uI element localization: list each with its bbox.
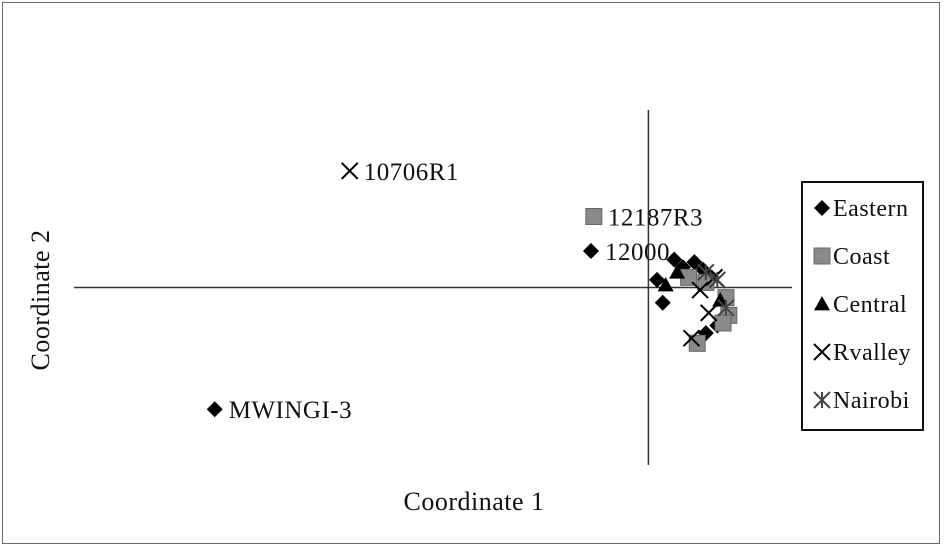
legend-label-eastern: Eastern bbox=[833, 196, 908, 222]
legend-marker-eastern bbox=[814, 200, 830, 216]
point-rvalley-2 bbox=[700, 304, 718, 322]
point-rvalley-4 bbox=[691, 281, 709, 299]
point-eastern-2 bbox=[649, 271, 666, 288]
point-eastern-1 bbox=[582, 242, 599, 259]
legend-marker-central bbox=[814, 296, 830, 311]
legend-label-rvalley: Rvalley bbox=[833, 340, 911, 366]
point-nairobi-2 bbox=[697, 263, 715, 281]
point-label: MWINGI-3 bbox=[229, 397, 352, 424]
data-points bbox=[206, 162, 738, 418]
point-central-2 bbox=[712, 292, 729, 307]
point-rvalley-1 bbox=[682, 329, 701, 347]
point-label: 12187R3 bbox=[608, 205, 703, 232]
legend-marker-coast bbox=[813, 247, 831, 265]
legend-label-nairobi: Nairobi bbox=[833, 388, 910, 414]
point-nairobi-0 bbox=[708, 271, 727, 289]
point-central-1 bbox=[657, 276, 674, 292]
point-eastern-5 bbox=[654, 294, 671, 311]
point-coast-6 bbox=[714, 314, 732, 332]
legend-label-coast: Coast bbox=[833, 244, 890, 270]
point-label: 12000 bbox=[605, 239, 670, 266]
point-eastern-0 bbox=[206, 401, 223, 418]
point-central-0 bbox=[669, 264, 686, 279]
legend-marker-nairobi bbox=[813, 391, 831, 409]
point-coast-0 bbox=[585, 208, 603, 225]
point-eastern-3 bbox=[666, 251, 683, 268]
point-rvalley-0 bbox=[341, 162, 359, 180]
x-axis-title: Coordinate 1 bbox=[403, 487, 544, 516]
legend-label-central: Central bbox=[833, 292, 907, 318]
point-nairobi-1 bbox=[717, 299, 735, 317]
y-axis-title: Coordinate 2 bbox=[26, 229, 55, 370]
point-label: 10706R1 bbox=[364, 159, 459, 186]
point-labels: MWINGI-3 12000 12187R3 10706R1 bbox=[229, 159, 703, 424]
legend-marker-rvalley bbox=[813, 343, 831, 361]
